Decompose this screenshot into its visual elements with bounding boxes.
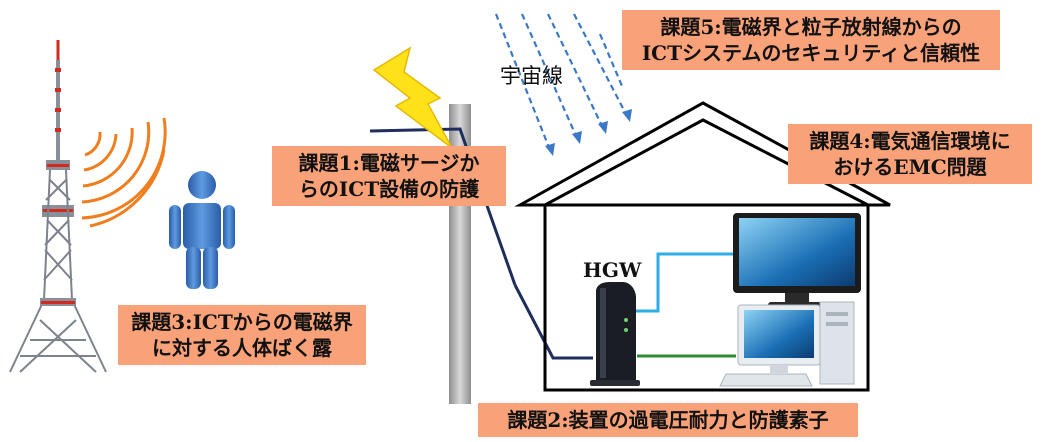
issue1-line2: らのICT設備の防護 <box>298 177 480 201</box>
house-outline <box>514 101 891 392</box>
radio-waves-icon <box>81 117 167 228</box>
issue4-line1: 課題4:電気通信環境に <box>809 129 1011 153</box>
issue3-line2: に対する人体ばく露 <box>152 336 332 360</box>
issue3-line1: 課題3:ICTからの電磁界 <box>131 310 353 334</box>
television-icon <box>733 213 861 308</box>
issue5-line1: 課題5:電磁界と粒子放射線からの <box>660 15 962 39</box>
person-icon <box>169 171 235 289</box>
issue4-callout: 課題4:電気通信環境に おけるEMC問題 <box>788 124 1032 184</box>
telecom-cables <box>369 127 738 360</box>
issue4-line2: おけるEMC問題 <box>833 155 987 179</box>
issue1-line1: 課題1:電磁サージか <box>298 151 480 175</box>
cosmic-ray-arrowheads <box>545 109 632 156</box>
home-gateway-device <box>590 282 640 386</box>
issue5-line2: ICTシステムのセキュリティと信頼性 <box>641 41 981 65</box>
cosmic-rays-label: 宇宙線 <box>500 64 563 88</box>
hgw-label: HGW <box>583 258 642 282</box>
cosmic-ray-arrows <box>494 13 628 151</box>
issue3-callout: 課題3:ICTからの電磁界 に対する人体ばく露 <box>118 305 366 365</box>
issue5-callout: 課題5:電磁界と粒子放射線からの ICTシステムのセキュリティと信頼性 <box>622 10 1000 70</box>
issue1-callout: 課題1:電磁サージか らのICT設備の防護 <box>272 146 506 206</box>
lightning-bolt-icon <box>372 46 453 149</box>
issue2-line1: 課題2:装置の過電圧耐力と防護素子 <box>507 408 829 432</box>
desktop-computer-icon <box>719 301 855 387</box>
issue2-callout: 課題2:装置の過電圧耐力と防護素子 <box>478 403 858 437</box>
broadcast-tower <box>9 40 107 373</box>
